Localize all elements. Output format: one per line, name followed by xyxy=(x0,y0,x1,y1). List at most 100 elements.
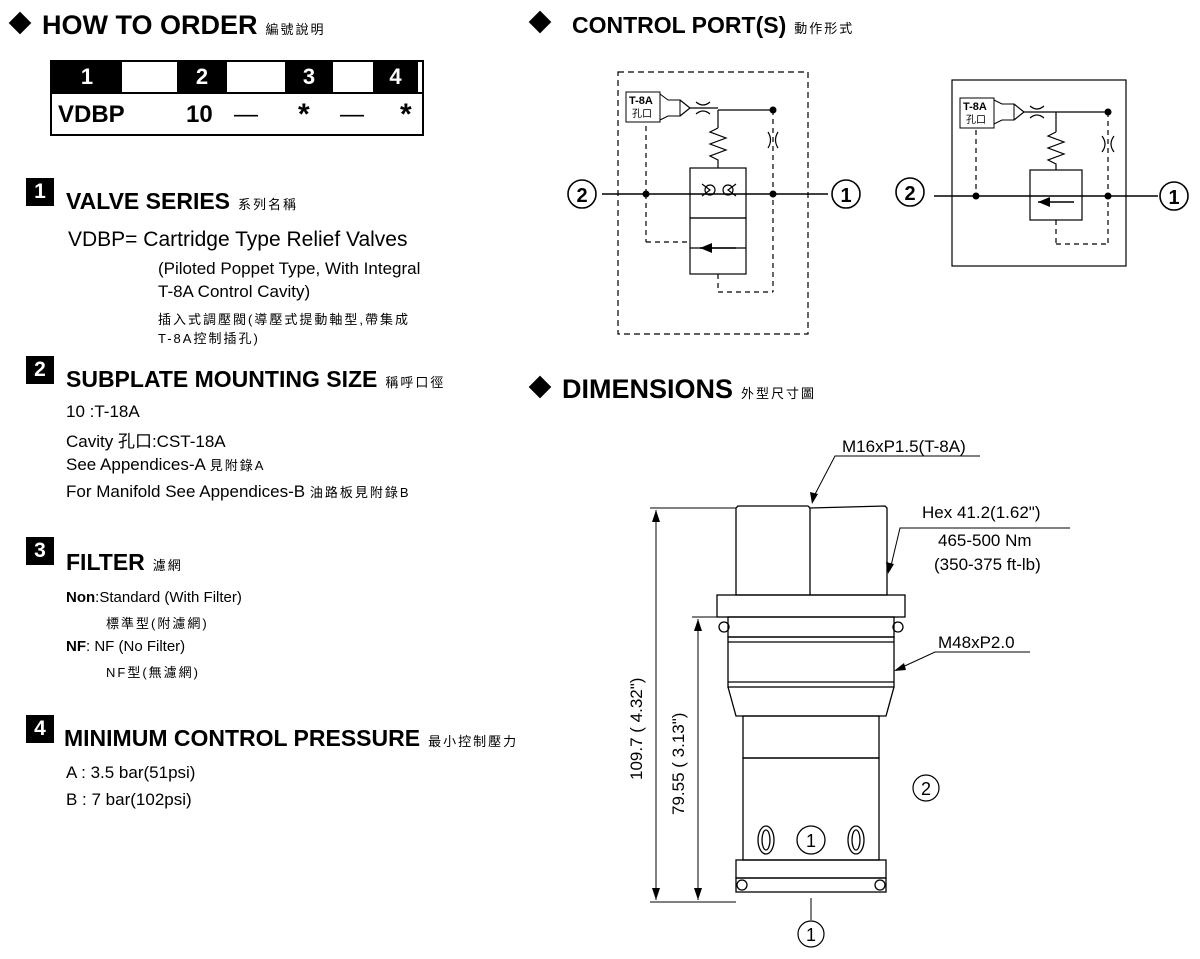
relief-block xyxy=(1029,169,1083,221)
appendix-b-text: For Manifold See Appendices-B xyxy=(66,482,306,501)
diagram-b-left-port: 2 xyxy=(904,183,915,205)
filter-title-cjk: 濾網 xyxy=(152,558,183,573)
order-code-header-row: 1 2 3 4 xyxy=(52,62,422,92)
port-1-marker-icon xyxy=(1159,181,1189,211)
diagram-a-right-port: 1 xyxy=(840,185,851,207)
order-code-model: VDBP xyxy=(58,101,125,128)
filter-non-code: Non xyxy=(66,589,96,606)
cartridge-dimension-drawing: M16xP1.5(T-8A) Hex 41.2(1.62") 465-500 N… xyxy=(627,437,1070,948)
port-2-marker-icon xyxy=(567,179,597,209)
appendix-a-cjk: 見附錄A xyxy=(209,458,266,473)
diamond-bullet-icon xyxy=(528,10,552,34)
diagram-a-left-port: 2 xyxy=(576,185,587,207)
subplate-size: 10 :T-18A xyxy=(66,402,140,421)
section-3-title: FILTER 濾網 xyxy=(66,549,183,576)
order-col-spacer xyxy=(227,62,285,92)
filter-non-cjk: 標準型(附濾網) xyxy=(106,616,209,631)
port-2-marker-icon xyxy=(912,774,940,802)
control-port-diagram-b: T-8A 孔口 2 1 xyxy=(895,79,1189,267)
main-thread xyxy=(727,636,895,688)
min-pressure-title-cjk: 最小控制壓力 xyxy=(428,734,519,749)
port-1-marker-icon xyxy=(831,179,861,209)
subplate-appendix-a: See Appendices-A 見附錄A xyxy=(66,455,265,475)
poppet-block xyxy=(689,167,747,219)
section-2-title: SUBPLATE MOUNTING SIZE 稱呼口徑 xyxy=(66,366,445,393)
pilot-boundary xyxy=(617,71,809,335)
filter-option-non: Non:Standard (With Filter) xyxy=(66,589,242,606)
dimensions-title-cjk: 外型尺寸圖 xyxy=(741,386,817,401)
section-3-number: 3 xyxy=(26,537,54,565)
torque-nm-label: 465-500 Nm xyxy=(938,531,1032,550)
hex-label: Hex 41.2(1.62") xyxy=(922,503,1041,522)
how-to-order-heading: HOW TO ORDER 編號說明 xyxy=(8,10,326,41)
valve-series-cjk-1: 插入式調壓閥(導壓式提動軸型,帶集成 xyxy=(158,312,410,327)
hex-nut xyxy=(735,505,888,596)
section-4-number: 4 xyxy=(26,715,54,743)
control-port-diagram-a: T-8A 孔口 2 1 xyxy=(567,71,861,335)
dimensions-title: DIMENSIONS xyxy=(562,374,734,404)
diagram-b-right-port: 1 xyxy=(1168,187,1179,209)
subplate-cavity: Cavity 孔口:CST-18A xyxy=(66,432,226,451)
order-col-1: 1 xyxy=(52,62,122,92)
valve-series-cjk-2: T-8A控制插孔) xyxy=(158,331,260,346)
control-ports-heading: CONTROL PORT(S) 動作形式 xyxy=(528,10,855,39)
filter-nf-cjk: NF型(無濾網) xyxy=(106,665,200,680)
dimensions-heading: DIMENSIONS 外型尺寸圖 xyxy=(528,374,817,405)
diagram-b-port-label: T-8A xyxy=(963,101,987,113)
min-pressure-option-a: A : 3.5 bar(51psi) xyxy=(66,763,196,782)
order-code-pressure: * xyxy=(400,98,412,131)
valve-series-detail-2: T-8A Control Cavity) xyxy=(158,282,311,301)
diagram-b-port-cjk: 孔口 xyxy=(966,114,986,126)
order-col-spacer xyxy=(122,62,177,92)
port-1-marker-icon xyxy=(797,920,825,948)
diamond-bullet-icon xyxy=(8,11,32,35)
dimension-port-1: 1 xyxy=(806,925,816,945)
torque-ftlb-label: (350-375 ft-lb) xyxy=(934,555,1041,574)
port-2-marker-icon xyxy=(895,177,925,207)
thread-top-label: M16xP1.5(T-8A) xyxy=(842,437,966,456)
diagram-a-port-label: T-8A xyxy=(629,95,653,107)
dimension-port-1-side: 1 xyxy=(806,831,816,851)
valve-series-detail-1: (Piloted Poppet Type, With Integral xyxy=(158,259,421,278)
filter-non-text: :Standard (With Filter) xyxy=(95,589,242,606)
control-ports-title: CONTROL PORT(S) xyxy=(572,12,787,38)
pilot-boundary xyxy=(951,79,1127,267)
how-to-order-title: HOW TO ORDER xyxy=(42,10,258,40)
how-to-order-title-cjk: 編號說明 xyxy=(265,22,326,37)
valve-series-title-cjk: 系列名稱 xyxy=(238,197,299,212)
order-code-value-row: VDBP 10 — * — * xyxy=(52,92,422,134)
order-code-filter: * xyxy=(298,98,310,131)
order-code-table: 1 2 3 4 VDBP 10 — * — * xyxy=(50,60,424,136)
order-col-3: 3 xyxy=(285,62,333,92)
relief-block xyxy=(689,217,747,275)
subplate-title-cjk: 稱呼口徑 xyxy=(385,375,446,390)
body-length-label: 79.55 ( 3.13") xyxy=(669,713,688,815)
overall-length-label: 109.7 ( 4.32") xyxy=(627,678,646,780)
valve-series-title: VALVE SERIES xyxy=(66,188,231,214)
section-2-number: 2 xyxy=(26,356,54,384)
filter-title: FILTER xyxy=(66,549,145,575)
dimension-port-2: 2 xyxy=(921,779,931,799)
filter-nf-code: NF xyxy=(66,638,86,655)
control-ports-title-cjk: 動作形式 xyxy=(794,21,855,36)
appendix-a-text: See Appendices-A xyxy=(66,455,205,474)
section-1-title: VALVE SERIES 系列名稱 xyxy=(66,188,298,215)
section-4-title: MINIMUM CONTROL PRESSURE 最小控制壓力 xyxy=(64,725,518,752)
diagram-a-port-cjk: 孔口 xyxy=(632,108,652,120)
order-col-spacer xyxy=(333,62,373,92)
order-code-dash: — xyxy=(234,101,258,128)
subplate-title: SUBPLATE MOUNTING SIZE xyxy=(66,366,378,392)
min-pressure-title: MINIMUM CONTROL PRESSURE xyxy=(64,725,421,751)
order-code-dash: — xyxy=(340,101,364,128)
section-1-number: 1 xyxy=(26,178,54,206)
flange xyxy=(716,594,906,618)
valve-series-definition: VDBP= Cartridge Type Relief Valves xyxy=(68,228,408,251)
filter-nf-text: : NF (No Filter) xyxy=(86,638,186,655)
subplate-appendix-b: For Manifold See Appendices-B 油路板見附錄B xyxy=(66,482,411,502)
min-pressure-option-b: B : 7 bar(102psi) xyxy=(66,790,192,809)
order-code-size: 10 xyxy=(186,101,213,128)
order-col-4: 4 xyxy=(373,62,418,92)
order-col-2: 2 xyxy=(177,62,227,92)
filter-option-nf: NF: NF (No Filter) xyxy=(66,638,185,655)
main-thread-label: M48xP2.0 xyxy=(938,633,1015,652)
